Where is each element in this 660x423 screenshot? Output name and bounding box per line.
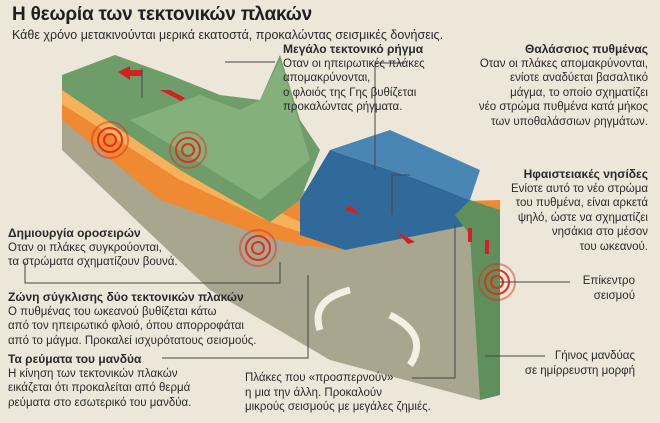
label-title: Μεγάλο τεκτονικό ρήγμα [283,42,424,56]
label-line: ενίοτε αναδύεται βασαλτικό [509,72,648,84]
label-line: Οταν οι ηπειρωτικές πλάκες [283,57,425,70]
ocean-floor [300,150,490,250]
label-line: από τον ηπειρωτικό φλοιό, όπου απορροφάτ… [8,320,244,332]
plate-movement-arrows [118,66,489,254]
label-line: σεισμού [593,289,635,302]
label-line: Πλάκες που «προσπερνούν» [245,372,394,384]
label-line: του ωκεανού. [579,240,648,253]
label-line: μικρούς σεισμούς με μεγάλες ζημιές. [245,401,431,413]
label-line: νησάκια στο μέσον [551,226,648,238]
label-line: Οταν οι πλάκες συγκρούονται, [8,241,162,254]
label-line: νέο στρώμα πυθμένα κατά μήκος [478,101,648,113]
label-title: Τα ρεύματα του μανδύα [8,352,142,366]
label-line: Οταν οι πλάκες απομακρύνονται, [479,57,648,70]
label-islands: Ηφαιστειακές νησίδες Ενίοτε αυτό το νέο … [511,167,648,254]
label-line: σε ημίρρευστη μορφή [524,364,635,377]
label-line: μάγμα, το οποίο σχηματίζει [510,86,648,99]
label-line: εικάζεται ότι προκαλείται από θερμά [8,382,191,394]
label-mountains: Δημιουργία οροσειρών Οταν οι πλάκες συγκ… [8,226,178,270]
label-line: ψηλό, ώστε να σχηματίζει [517,211,648,224]
label-epicenter: Επίκεντρο σεισμού [583,274,635,303]
mantle-current [388,311,421,367]
label-title: Δημιουργία οροσειρών [8,226,141,240]
label-title: Θαλάσσιος πυθμένας [525,42,648,56]
subtitle: Κάθε χρόνο μετακινούνται μερικά εκατοστά… [12,28,444,42]
label-title: Ζώνη σύγκλισης δύο τεκτονικών πλακών [8,290,244,304]
label-fault: Μεγάλο τεκτονικό ρήγμα Οταν οι ηπειρωτικ… [283,42,425,115]
earthquake-epicenter-icon [91,121,516,301]
label-subduction: Ζώνη σύγκλισης δύο τεκτονικών πλακών Ο π… [8,290,256,348]
leader-lines [24,61,570,379]
label-line: απομακρύνονται, [283,72,371,84]
label-title: Ηφαιστειακές νησίδες [523,167,648,181]
label-line: ο φλοιός της Γης βυθίζεται [283,86,417,99]
label-line: των υποθαλάσσιων ρηγμάτων. [491,115,648,128]
label-transform: Πλάκες που «προσπερνούν» η μια την άλλη.… [245,371,431,415]
label-line: προκαλώντας ρήγματα. [283,101,403,113]
mantle-current [314,286,351,332]
label-line: η μια την άλλη. Προκαλούν [245,386,382,399]
label-line: Ο πυθμένας του ωκεανού βυθίζεται κάτω [8,305,217,318]
label-currents: Τα ρεύματα του μανδύα Η κίνηση των τεκτο… [8,352,191,410]
label-line: από το μάγμα. Προκαλεί ισχυρότατους σεισ… [8,334,257,347]
label-line: Γήινος μανδύας [554,350,635,362]
label-line: Η κίνηση των τεκτονικών πλακών [8,367,178,380]
page-title: Η θεωρία των τεκτονικών πλακών [12,4,312,25]
label-line: ρεύματα στο εσωτερικό του μανδύα. [8,396,192,409]
label-seabed: Θαλάσσιος πυθμένας Οταν οι πλάκες απομακ… [479,42,648,129]
label-line: Επίκεντρο [582,275,635,287]
label-line: τα στρώματα σχηματίζουν βουνά. [8,256,178,268]
label-mantle: Γήινος μανδύας σε ημίρρευστη μορφή [525,349,635,378]
label-line: του πυθμένα, είναι αρκετά [515,197,648,209]
label-line: Ενίοτε αυτό το νέο στρώμα [510,182,648,195]
